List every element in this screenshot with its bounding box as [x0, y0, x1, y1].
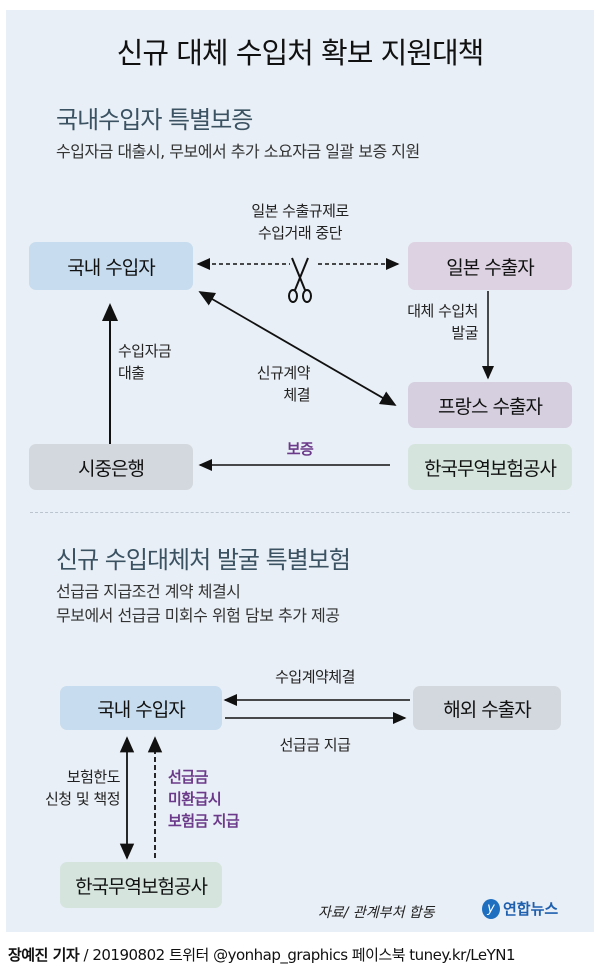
yonhap-logo: y 연합뉴스 [482, 898, 558, 919]
node2-ksure: 한국무역보험공사 [60, 862, 222, 908]
label-guarantee: 보증 [286, 440, 314, 458]
node-bank: 시중은행 [29, 444, 193, 490]
label-import-contract: 수입계약체결 [275, 668, 355, 686]
node-france-exporter: 프랑스 수출자 [408, 382, 572, 428]
page-title: 신규 대체 수입처 확보 지원대책 [116, 36, 485, 70]
node-japan-exporter: 일본 수출자 [408, 242, 572, 290]
scissors-icon [288, 257, 312, 303]
node2-domestic-importer: 국내 수입자 [60, 686, 222, 730]
footer-credit: 장예진 기자 / 20190802 트위터 @yonhap_graphics 페… [8, 946, 516, 964]
node-domestic-importer: 국내 수입자 [29, 242, 193, 290]
contract-arrow [198, 291, 397, 406]
section-divider [30, 512, 570, 513]
section1-description: 수입자금 대출시, 무보에서 추가 소요자금 일괄 보증 지원 [56, 142, 420, 161]
node-overseas-exporter: 해외 수출자 [413, 686, 561, 730]
section1-heading: 국내수입자 특별보증 [56, 106, 253, 134]
node-ksure: 한국무역보험공사 [408, 444, 572, 490]
yonhap-logo-icon: y [482, 898, 500, 919]
section2-heading: 신규 수입대체처 발굴 특별보험 [56, 546, 351, 574]
label-prepayment: 선급금 지급 [279, 736, 351, 754]
source-note: 자료/ 관계부처 합동 [318, 905, 435, 921]
